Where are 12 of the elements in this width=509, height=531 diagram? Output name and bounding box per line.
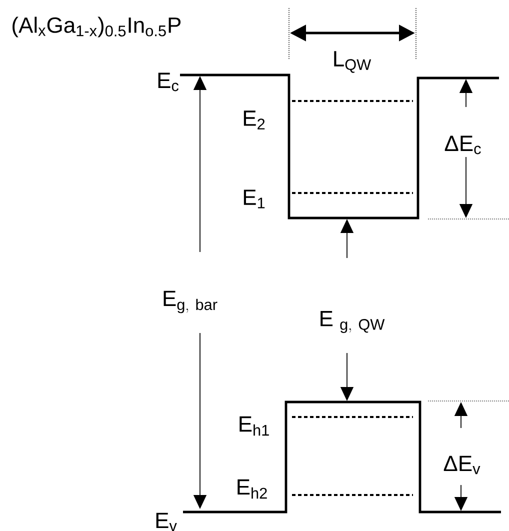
material-label: (Al$_{x}$Ga$_{1-x}$)$_{0.5}$In$_{o.5}$P [12,16,181,38]
width-label: L$_{QW}$ [334,51,372,73]
energy-label: E$_{2}$ [244,110,265,130]
energy-label: E$_{c}$ [158,72,179,92]
gap-label: $\mathrm{E}_{\mathrm{g,\ bar}}$ [164,290,218,314]
energy-label: E$_{1}$ [244,190,265,208]
energy-label: E$_{v}$ [156,512,177,531]
gap-label: $\mathrm{E}\ _{\mathrm{g,\ QW}}$ [320,311,385,333]
energy-label: E$_{h2}$ [238,479,267,499]
energy-label: E$_{h1}$ [240,416,269,436]
offset-label: ΔE$_{v}$ [444,456,480,474]
offset-label: ΔE$_{c}$ [444,136,481,154]
